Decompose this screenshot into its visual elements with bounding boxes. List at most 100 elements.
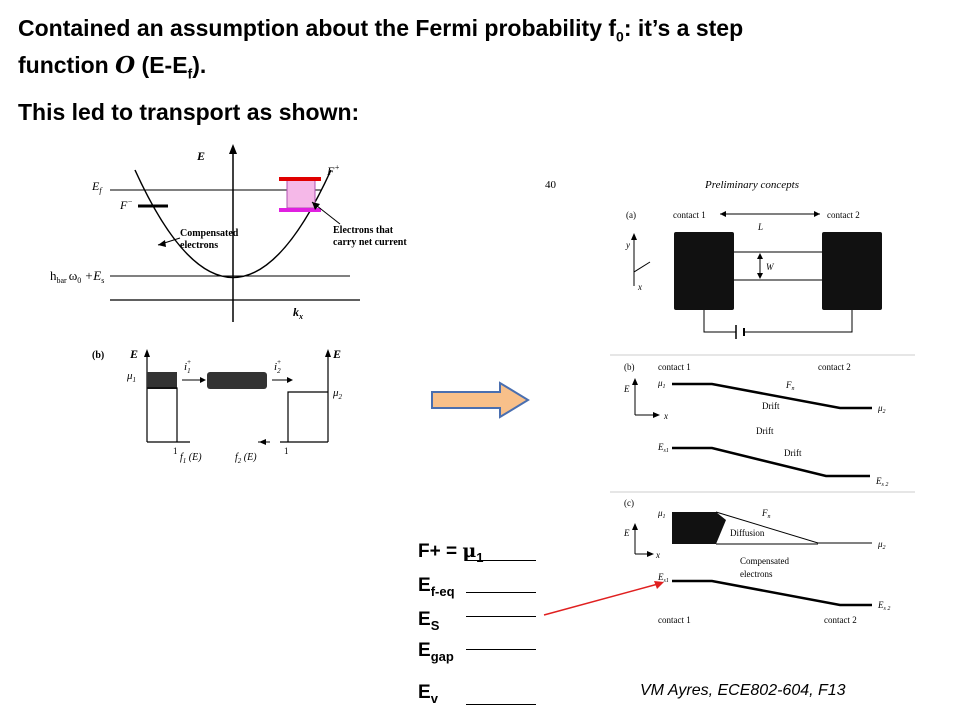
c-mu2-label: μ2 — [877, 539, 886, 551]
heading-line2: function — [18, 51, 116, 78]
heading-line2-mid: (E-E — [135, 51, 188, 78]
kx-axis-label: kx — [293, 305, 303, 321]
c-x-label: x — [655, 550, 660, 560]
c-band-edge — [672, 579, 872, 607]
fplus-label: F+ — [326, 163, 340, 178]
c-es1-label: Es1 — [657, 572, 669, 584]
b-mu2-label: μ2 — [877, 403, 886, 415]
length-arrow-left — [720, 211, 726, 217]
block-arrow-shape — [431, 381, 530, 419]
b-quasi-fermi-level — [672, 382, 872, 410]
ef-label: Ef — [91, 179, 103, 195]
legend-ev: Ev — [418, 682, 438, 706]
pointer-arrowhead — [654, 581, 664, 589]
c-es2-label: Es 2 — [877, 600, 890, 612]
legend-fplus: F+ = μ1 — [418, 540, 484, 565]
heading-sub-f: f — [187, 65, 193, 82]
width-arrow-bottom — [757, 273, 763, 279]
b-es2-label: Es 2 — [875, 476, 888, 488]
x-label: x — [637, 282, 642, 292]
circuit-right — [744, 310, 853, 333]
efeq-level-line — [466, 592, 536, 593]
b-x-axis-arrowhead — [653, 412, 660, 418]
carriers-arrowhead — [312, 202, 320, 210]
filled-states-left — [147, 372, 177, 389]
contact-distribution-diagram: (b) E μ1 i1+ i2+ E μ2 1 1 f1 (E) f2 (E) — [92, 347, 343, 465]
e-axis-right-arrowhead — [325, 349, 331, 357]
b-drift-2: Drift — [756, 426, 774, 436]
preliminary-concepts-figure: 40 Preliminary concepts (a) contact 1 co… — [545, 179, 915, 625]
fig-b-tag: (b) — [92, 350, 104, 361]
footer-credit: VM Ayres, ECE802-604, F13 — [640, 682, 846, 699]
b-mu1-label: μ1 — [657, 378, 666, 390]
c-contact1-label: contact 1 — [658, 615, 691, 625]
width-label: W — [766, 262, 775, 272]
one-left-label: 1 — [173, 446, 178, 456]
length-arrow-right — [814, 211, 820, 217]
one-right-label: 1 — [284, 446, 289, 456]
b-drift-3: Drift — [784, 448, 802, 458]
panel-a-tag: (a) — [626, 210, 636, 220]
es-level-line — [466, 616, 536, 617]
ev-level-line — [466, 704, 536, 705]
f2-label: f2 (E) — [235, 452, 257, 465]
b-contact2-label: contact 2 — [818, 362, 851, 372]
e-right-label: E — [332, 347, 341, 361]
i2-arrowhead — [287, 377, 293, 383]
f2-axis-arrowhead — [259, 439, 266, 445]
page-title: Preliminary concepts — [704, 179, 799, 191]
dispersion-parabola — [134, 169, 332, 279]
c-mu1-label: μ1 — [657, 508, 666, 520]
heading-text: Contained an assumption about the Fermi … — [18, 14, 918, 87]
c-fn-top — [715, 511, 872, 544]
b-e-axis-arrowhead — [632, 378, 638, 385]
heading-transport: This led to transport as shown: — [18, 99, 360, 125]
i2-label: i2+ — [274, 358, 282, 375]
egap-level-line — [466, 649, 536, 650]
page-number: 40 — [545, 179, 557, 191]
c-x-axis-arrowhead — [647, 551, 654, 557]
legend-egap: Egap — [418, 640, 454, 664]
heading-line1: Contained an assumption about the Fermi … — [18, 15, 617, 41]
mu1-label: μ1 — [126, 370, 136, 384]
ef-bar — [279, 208, 321, 212]
pointer-line — [543, 583, 659, 616]
panel-a: (a) contact 1 contact 2 L W y x — [625, 210, 882, 339]
y-label: y — [625, 240, 630, 250]
circuit-left — [703, 310, 736, 333]
c-e-axis-arrowhead — [632, 523, 638, 530]
a-contact1-label: contact 1 — [673, 210, 706, 220]
b-band-edge — [672, 446, 870, 478]
contact-1-block — [674, 232, 734, 310]
panel-c-tag: (c) — [624, 498, 634, 508]
fminus-label: F− — [119, 197, 133, 212]
fplus-level-line — [466, 560, 536, 561]
e-left-label: E — [129, 347, 138, 361]
net-current-box — [286, 179, 316, 209]
heading-line1-end: : it’s a step — [623, 15, 744, 41]
axis-diagonal — [633, 261, 651, 273]
f1-step — [147, 387, 178, 442]
panel-b-tag: (b) — [624, 362, 635, 372]
block-arrow — [431, 381, 530, 419]
legend-efeq: Ef-eq — [418, 575, 455, 599]
c-diffusion-label: Diffusion — [730, 528, 765, 538]
channel-states — [207, 372, 267, 389]
c-injected-charge — [672, 512, 726, 544]
b-fn-label: Fn — [785, 380, 795, 392]
es-pointer — [543, 581, 664, 616]
legend-es: ES — [418, 609, 440, 633]
f2-step — [287, 391, 328, 442]
panel-b: (b) contact 1 contact 2 E x μ1 Fn μ2 Dri… — [623, 362, 888, 488]
e-axis-left-arrowhead — [144, 349, 150, 357]
heading-sub-0: 0 — [616, 28, 624, 45]
c-e-label: E — [623, 528, 630, 538]
b-x-label: x — [663, 411, 668, 421]
heading-line2-end: ). — [192, 51, 207, 78]
e-axis-arrowhead — [229, 144, 237, 154]
